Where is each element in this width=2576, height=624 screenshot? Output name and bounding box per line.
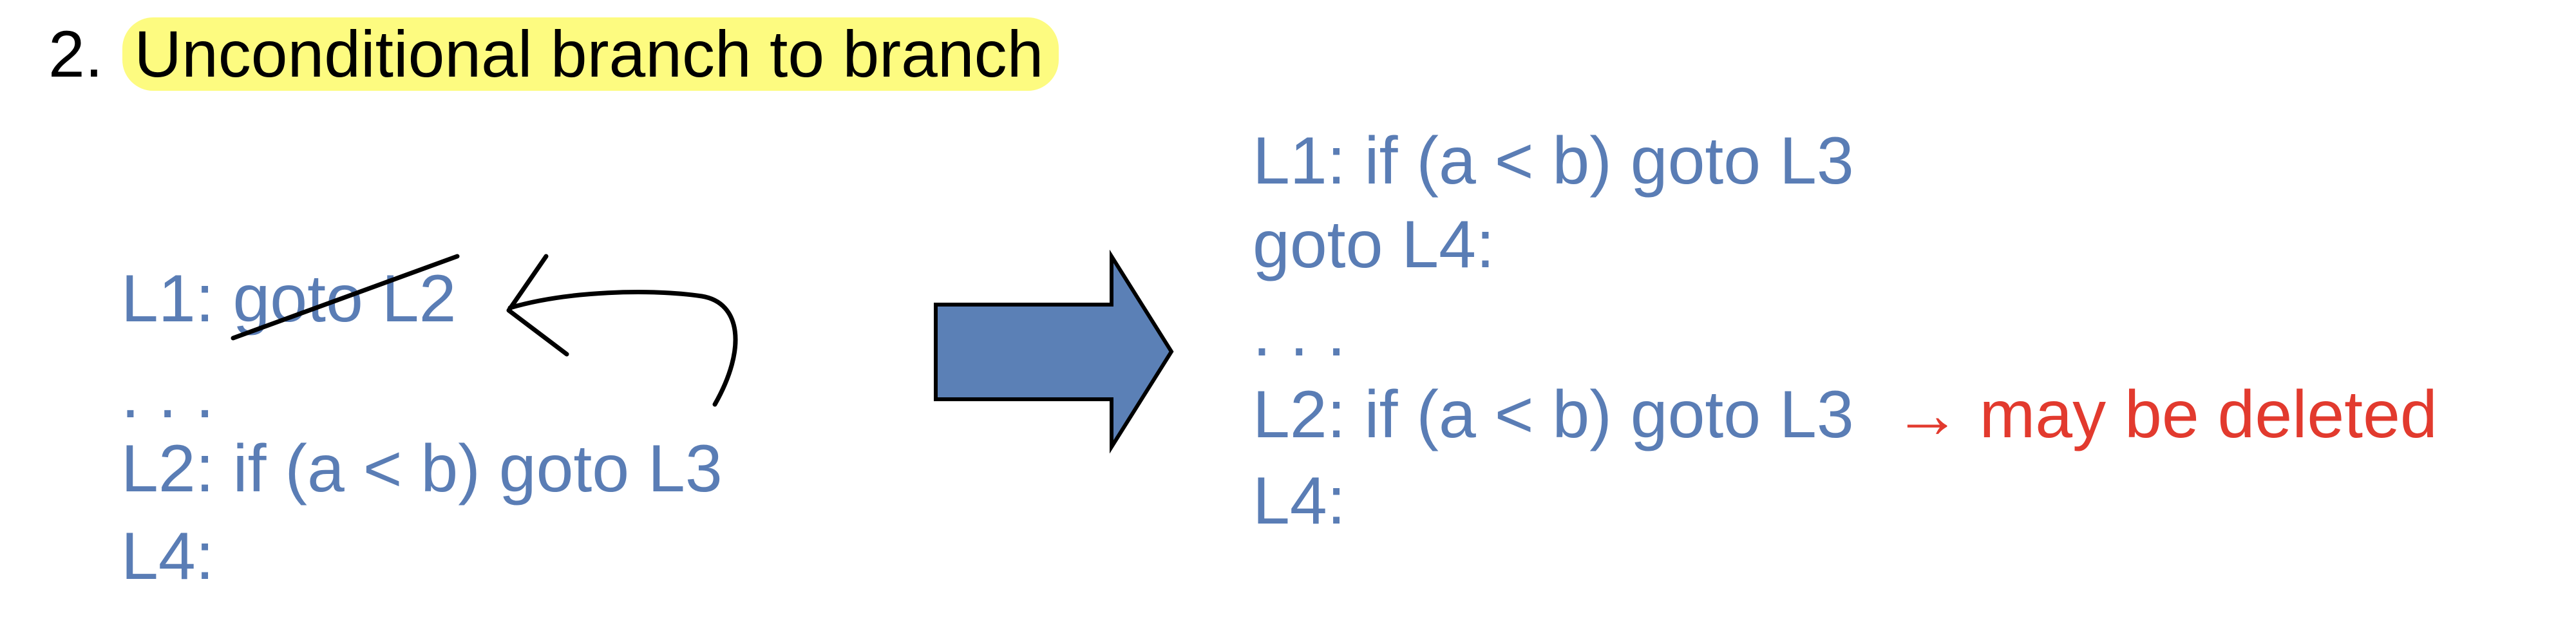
slide-heading: 2. Unconditional branch to branch [48,17,1059,91]
heading-number: 2. [48,17,104,91]
after-line-1: L1: if (a < b) goto L3 [1253,124,1854,198]
before-line-4: L4: [121,519,214,594]
before-line-2: . . . [121,357,214,432]
heading-text: Unconditional branch to branch [134,17,1044,91]
after-line-3: . . . [1253,296,1346,370]
after-line-4-text: L2: if (a < b) goto L3 [1253,377,1854,452]
before-line-1: L1: goto L2 [121,265,456,332]
before-line-3: L2: if (a < b) goto L3 [121,431,723,506]
transform-arrow-icon [934,249,1174,454]
after-line-2: goto L4: [1253,207,1495,282]
arrowhead-icon [506,254,569,357]
before-line-1-struck: goto L2 [232,261,457,336]
deletion-note: → may be deleted [1893,377,2438,452]
hand-drawn-curve-arrow [507,290,738,407]
after-line-4: L2: if (a < b) goto L3→ may be deleted [1253,381,2438,448]
heading-highlight: Unconditional branch to branch [122,17,1059,91]
before-line-1-label: L1: [121,261,233,336]
after-line-5: L4: [1253,464,1346,538]
